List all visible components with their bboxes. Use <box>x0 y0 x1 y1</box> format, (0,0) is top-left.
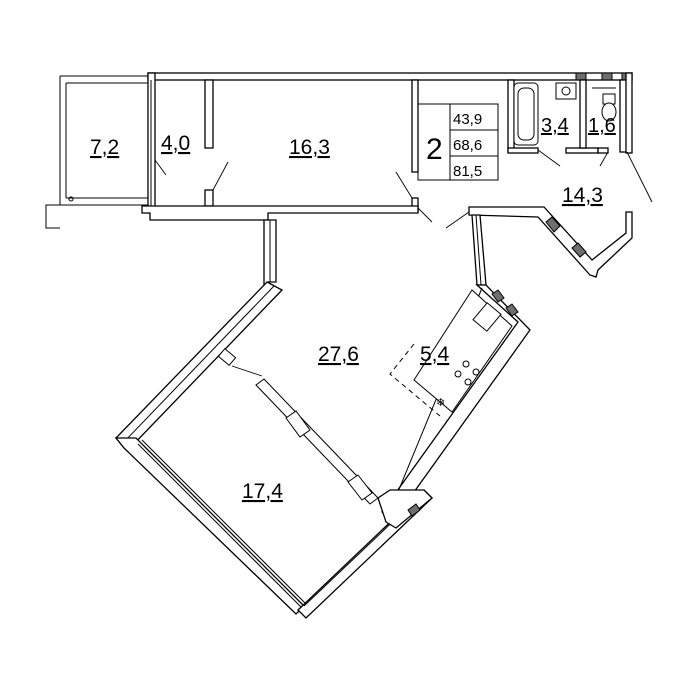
stove-burner-icon <box>462 360 470 368</box>
balcony-left <box>45 75 148 229</box>
bathroom-area: 3,4 <box>541 115 569 137</box>
fridge-icon: ❄ <box>436 396 445 409</box>
wall-wardrobe-left <box>147 72 156 214</box>
wall-bedroom-right <box>395 79 419 213</box>
hallway-area: 14,3 <box>562 184 603 207</box>
loggia-area: 17,4 <box>242 480 283 503</box>
exterior-wall-right <box>625 72 653 203</box>
kitchen-counter: ❄ <box>389 289 513 417</box>
toilet-bowl-icon <box>601 102 617 122</box>
total-area-with-balconies: 81,5 <box>453 163 482 180</box>
bathroom <box>507 79 599 167</box>
balcony-left-area: 7,2 <box>90 136 119 159</box>
living-area: 43,9 <box>453 111 482 128</box>
toilet-room <box>592 79 628 167</box>
wardrobe-area: 4,0 <box>161 132 190 155</box>
living-room-area: 27,6 <box>318 343 359 366</box>
summary-box: 2 43,9 68,6 81,5 <box>417 103 499 181</box>
wall-living-left-upper <box>263 219 278 291</box>
rooms-count: 2 <box>426 133 443 166</box>
hallway-bay <box>445 206 633 278</box>
kitchen-sink-icon <box>472 302 502 332</box>
loggia-walls <box>114 437 433 619</box>
bedroom-area: 16,3 <box>289 136 330 159</box>
wall-wardrobe-bedroom <box>204 79 229 207</box>
kitchen-zone-area: 5,4 <box>420 343 450 366</box>
exterior-wall-top <box>147 72 633 81</box>
total-area: 68,6 <box>453 137 482 154</box>
wall-living-right-upper <box>471 214 487 286</box>
wall-living-left <box>115 281 284 449</box>
toilet-area: 1,6 <box>588 115 616 137</box>
loggia-partition <box>217 347 379 505</box>
wall-bedroom-bottom <box>141 205 433 223</box>
